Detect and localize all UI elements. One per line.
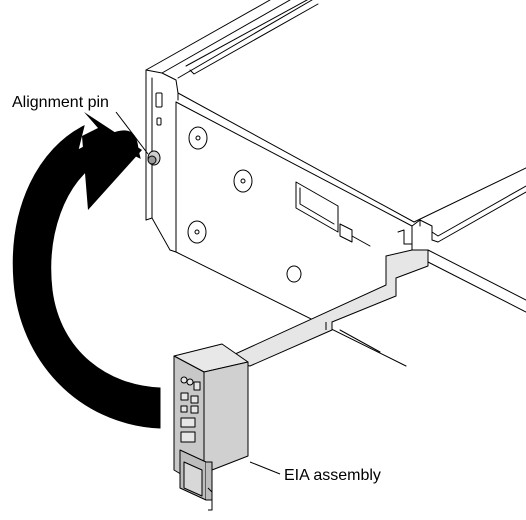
- alignment-pin-icon: [147, 150, 161, 166]
- alignment-pin-leader: [115, 111, 149, 155]
- eia-front-panel: [180, 376, 201, 443]
- callout-leaders: [115, 111, 281, 475]
- eia-assembly-leader: [249, 461, 281, 475]
- eia-assembly-module: [173, 343, 249, 511]
- alignment-pin-label: Alignment pin: [12, 94, 109, 111]
- eia-assembly-label: EIA assembly: [284, 467, 381, 484]
- server-chassis: [145, 0, 526, 367]
- rotate-arrow-head: [82, 112, 142, 210]
- eia-flex-cable: [221, 249, 429, 367]
